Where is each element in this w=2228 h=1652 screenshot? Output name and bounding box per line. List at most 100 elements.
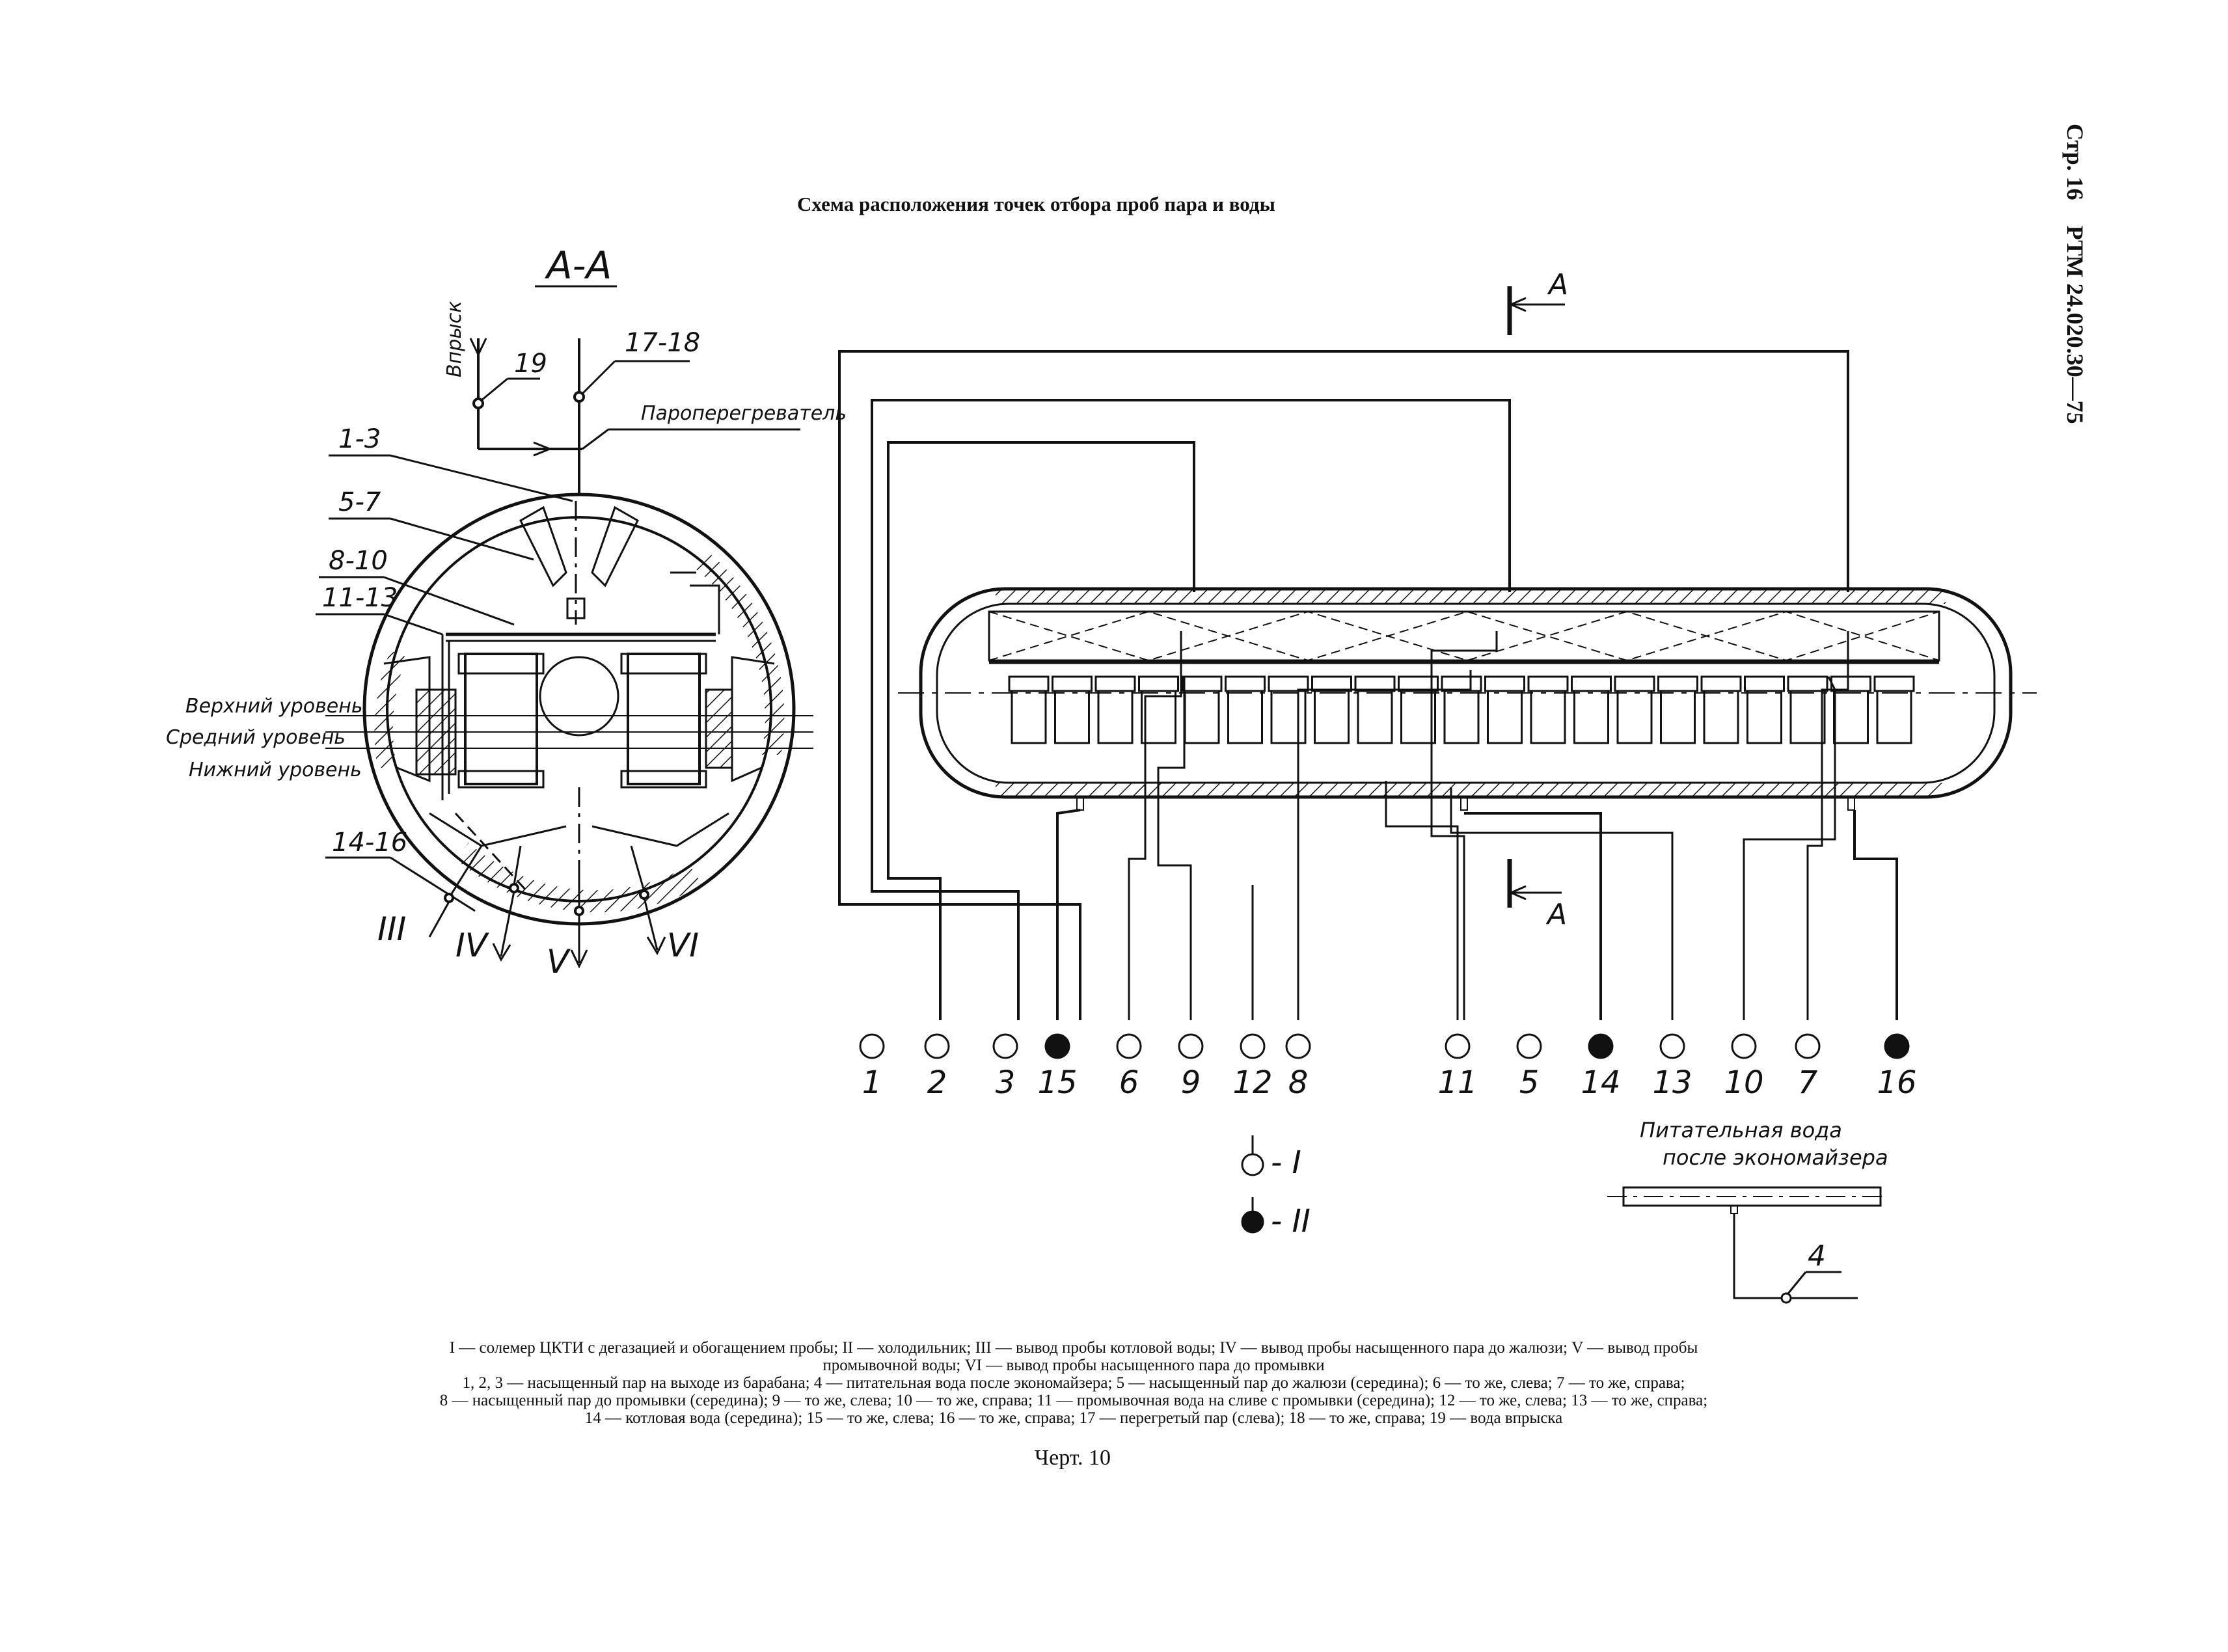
downcomer-opening [539,656,619,737]
section-marker-top: А [1547,268,1568,301]
sample-point-14-label: 14 [1581,1064,1620,1101]
sample-point-5-label: 5 [1519,1064,1540,1101]
cyclone [1184,690,1220,744]
cyclone [1011,690,1047,744]
point-19-label: 19 [514,349,547,379]
cyclone [1573,690,1609,744]
sample-point-2-symbol [924,1033,950,1059]
sample-point-3-label: 3 [996,1064,1016,1101]
cyclone-cap [1873,675,1915,692]
page-title: Схема расположения точек отбора проб пар… [797,193,1275,215]
shell-hatch-left [374,651,407,768]
cyclone-cap [1744,675,1785,692]
sample-point-2-label: 2 [927,1064,947,1101]
cyclone-cap [1527,675,1569,692]
cyclone-cap [1094,675,1136,692]
sample-point-11-symbol [1445,1033,1471,1059]
sample-point-10-label: 10 [1724,1064,1763,1101]
caption-line-4: 8 — насыщенный пар до промывки (середина… [439,1392,1708,1409]
outlet-VI-label: VI [667,927,699,964]
cyclone-cap [1657,675,1698,692]
superheater-label: Пароперегреватель [641,402,847,425]
cyclone-cap [1181,675,1223,692]
sample-point-13-symbol [1659,1033,1685,1059]
caption-line-1: I — солемер ЦКТИ с дегазацией и обогащен… [449,1339,1698,1357]
point-5-7-label: 5-7 [338,487,381,517]
cyclone-cap [1614,675,1655,692]
sample-point-11-label: 11 [1437,1064,1477,1101]
sample-point-7-symbol [1795,1033,1821,1059]
sample-point-5-symbol [1516,1033,1542,1059]
level-middle-label: Средний уровень [166,726,346,749]
level-upper-label: Верхний уровень [185,695,363,718]
sample-point-12-label: 12 [1232,1064,1272,1101]
legend-open-symbol [1241,1153,1264,1176]
cyclone [1141,690,1176,744]
feedwater-detail: Питательная вода после экономайзера 4 [1607,1118,1888,1304]
drawing-number: Черт. 10 [1035,1446,1111,1470]
section-label: А-А [544,243,612,288]
sample-point-15-symbol [1044,1033,1070,1059]
outlet-V-label: V [547,943,571,981]
cyclone [1876,690,1912,744]
sample-point-1-label: 1 [862,1064,882,1101]
cyclone-row [1008,675,1915,744]
outlet-IV-label: IV [455,927,490,964]
point-17-18-label: 17-18 [625,328,700,358]
injection-label: Впрыск [443,301,466,377]
cyclone [1616,690,1653,744]
sample-point-14-symbol [1588,1033,1614,1059]
feedwater-line2: после экономайзера [1663,1145,1888,1170]
drum-view: А А [838,268,2037,1020]
cyclone [1097,690,1134,744]
sample-point-12-symbol [1240,1033,1266,1059]
cyclone [1357,690,1393,744]
point-8-10-label: 8-10 [329,546,388,576]
cyclone [1660,690,1696,744]
sample-point-8-label: 8 [1288,1064,1309,1101]
cyclone [1443,690,1480,744]
sample-point-3-symbol [992,1033,1018,1059]
legend: - I - II [1241,1135,1311,1239]
section-view: А-А Впрыск 19 17-18 Пароперегреватель 1-… [166,243,847,981]
cyclone [1833,690,1869,744]
sample-point-15-label: 15 [1037,1064,1077,1101]
sample-point-16-label: 16 [1877,1064,1916,1101]
point-14-16-label: 14-16 [332,828,407,858]
cyclone [1314,690,1350,744]
cyclone-cap [1700,675,1742,692]
cyclone-cap [1052,675,1093,692]
caption-line-3: 1, 2, 3 — насыщенный пар на выходе из ба… [462,1374,1685,1392]
legend-open-label: - I [1271,1144,1301,1181]
sample-point-7-label: 7 [1798,1064,1818,1101]
cyclone [1703,690,1739,744]
cyclone [1746,690,1782,744]
cyclone [1400,690,1436,744]
cyclone [1530,690,1566,744]
level-lower-label: Нижний уровень [189,759,362,781]
point-1-3-label: 1-3 [338,424,381,454]
sample-point-16-symbol [1884,1033,1910,1059]
sample-point-8-symbol [1285,1033,1311,1059]
sample-point-9-label: 9 [1181,1064,1201,1101]
cyclone-cap [1008,675,1050,692]
cyclone-cap [1225,675,1266,692]
cyclone [1789,690,1826,744]
cyclone [1227,690,1263,744]
shell-hatch-right [696,553,785,755]
sample-point-1-symbol [859,1033,885,1059]
feedwater-point-label: 4 [1808,1239,1826,1273]
outlet-III-label: III [377,910,406,948]
louver-box [988,610,1940,662]
sample-point-6-symbol [1116,1033,1142,1059]
sample-point-13-label: 13 [1652,1064,1692,1101]
feedwater-line1: Питательная вода [1640,1118,1842,1143]
sample-point-10-symbol [1731,1033,1757,1059]
caption-line-2: промывочной воды; VI — вывод пробы насыщ… [822,1357,1325,1374]
sample-point-6-label: 6 [1119,1064,1139,1101]
caption-line-5: 14 — котловая вода (середина); 15 — то ж… [584,1409,1563,1427]
cyclone [1487,690,1523,744]
sample-point-9-symbol [1178,1033,1204,1059]
